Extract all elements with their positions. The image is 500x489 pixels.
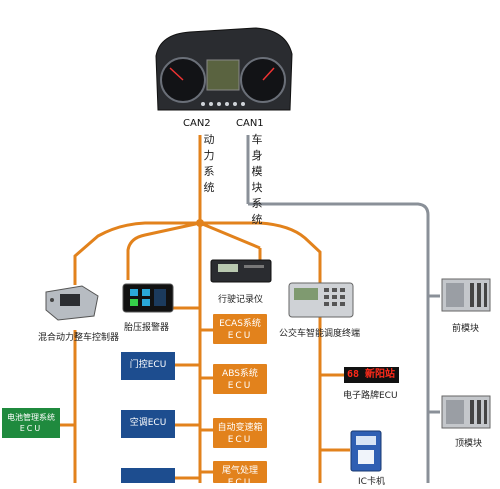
air-conditioning-ecu-box: 空调ECU [121,410,175,438]
instrument-cluster [150,18,296,114]
driving-recorder-image [210,257,272,285]
battery-management-line2: ECU [19,424,43,433]
transmission-line2: ECU [227,435,253,445]
bus-dispatch-terminal-label: 公交车智能调度终端 [279,329,361,339]
body-module-system-label: 车身模块系统 [251,133,263,226]
battery-management-ecu-box: 电池管理系统 ECU [2,408,60,438]
top-module-label: 顶模块 [455,439,483,449]
led-sign-display: 68 新阳站 [344,367,399,383]
ecas-line1: ECAS系统 [219,319,261,329]
exhaust-line2: ECU [227,478,253,488]
exhaust-treatment-ecu-box: 尾气处理 ECU [213,461,267,488]
can2-orange-bus [60,135,350,483]
transmission-line1: 自动变速箱 [217,423,263,433]
tire-pressure-alarm-label: 胎压报警器 [124,323,170,333]
abs-line2: ECU [227,381,253,391]
power-system-label: 动力系统 [203,133,215,194]
driving-recorder-label: 行驶记录仪 [218,295,264,305]
front-module-image [440,275,492,315]
can2-label: CAN2 [183,118,211,129]
electronic-sign-label: 电子路牌ECU [343,391,398,401]
ecas-line2: ECU [227,331,253,341]
hybrid-controller-image [42,282,100,322]
can2-junction-dot [196,219,204,227]
exhaust-line1: 尾气处理 [221,466,258,476]
automatic-transmission-ecu-box: 自动变速箱 ECU [213,418,267,448]
battery-management-line1: 电池管理系统 [7,413,55,422]
hybrid-controller-label: 混合动力整车控制器 [38,333,120,343]
front-module-label: 前模块 [452,324,480,334]
door-control-ecu-box: 门控ECU [121,352,175,380]
tire-pressure-alarm-image [122,283,174,313]
top-module-image [440,392,492,432]
abs-ecu-box: ABS系统 ECU [213,364,267,394]
ic-card-machine-image [350,430,382,472]
ic-card-label: IC卡机 [358,477,385,487]
abs-line1: ABS系统 [222,369,258,379]
can1-label: CAN1 [236,118,264,129]
bus-dispatch-terminal-image [288,282,354,318]
blue-box-partial [121,468,175,483]
can1-gray-bus [246,135,440,483]
ecas-ecu-box: ECAS系统 ECU [213,314,267,344]
